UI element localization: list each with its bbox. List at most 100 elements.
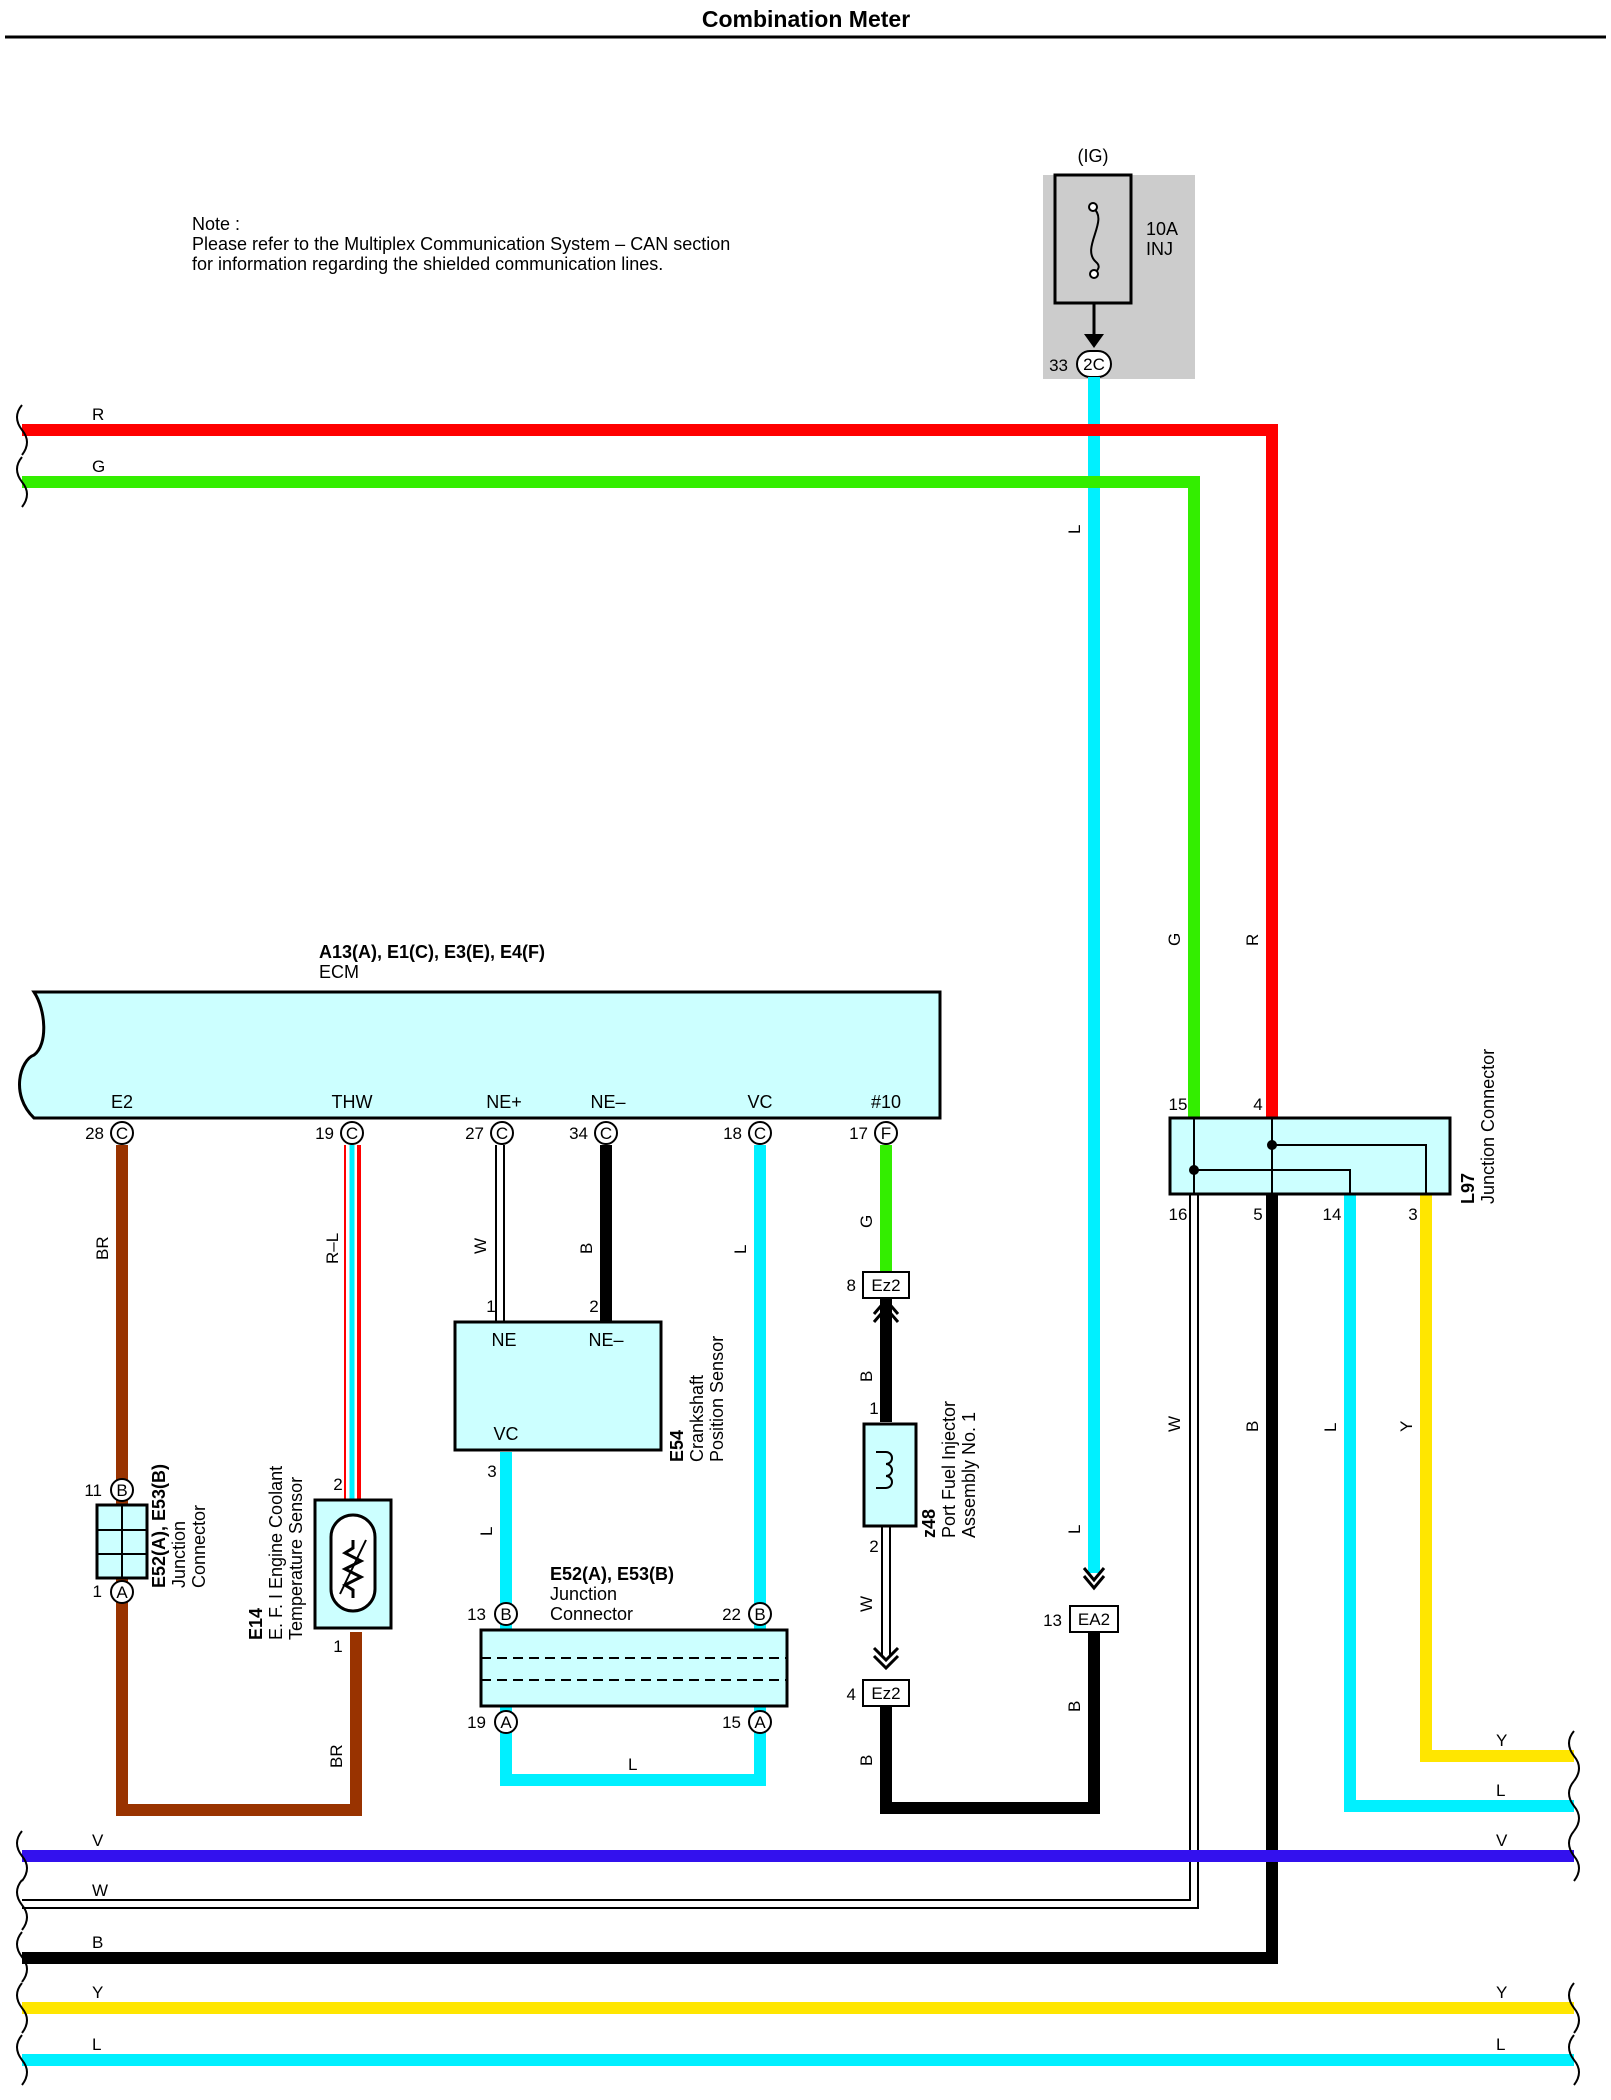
wire-label-l-vc: L <box>731 1245 750 1254</box>
break-mark-right-l1 <box>1568 1780 1580 1832</box>
wire-label-g-bus: G <box>92 457 105 476</box>
ez2-top-arrow-icon <box>872 1297 900 1315</box>
ecm-pin-17: 17 <box>849 1124 868 1143</box>
junction-connector-mid: E52(A), E53(B) Junction Connector 13 B 2… <box>467 1564 789 1734</box>
fuse-supply-label: (IG) <box>1078 146 1109 166</box>
ez2-bottom-arrow-icon <box>872 1646 900 1663</box>
ea2-badge <box>1069 1605 1119 1633</box>
ea2-arrow-icon-2 <box>1082 1575 1106 1591</box>
note: Note : Please refer to the Multiplex Com… <box>192 214 730 274</box>
wire-label-l-right-2: L <box>1496 2035 1505 2054</box>
ecm-pin-18: 18 <box>723 1124 742 1143</box>
injector-caption: z48 Port Fuel Injector Assembly No. 1 <box>919 1401 979 1538</box>
wire-label-rl: R–L <box>323 1233 342 1264</box>
injector-line1: Port Fuel Injector <box>939 1401 959 1538</box>
jm-conn-br-label: A <box>754 1713 766 1732</box>
injector-pin-top: 1 <box>869 1399 878 1418</box>
wire-label-r-vertical: R <box>1243 934 1262 946</box>
wire-label-b-injector-bottom: B <box>857 1755 876 1766</box>
injector-conn-bottom-badge <box>862 1679 910 1707</box>
wire-label-g-vertical: G <box>1165 933 1184 946</box>
note-heading: Note : <box>192 214 240 234</box>
ea2-pin: 13 <box>1043 1611 1062 1630</box>
coolant-ref: E14 <box>246 1608 266 1640</box>
l97-pin-5: 5 <box>1253 1205 1262 1224</box>
fuse-name: INJ <box>1146 239 1173 259</box>
wire-l-l97-14 <box>1344 1192 1574 1812</box>
injector-line2: Assembly No. 1 <box>959 1412 979 1538</box>
crank-pin-ne-minus: 2 <box>589 1297 598 1316</box>
injector-ref: z48 <box>919 1509 939 1538</box>
wire-label-y-right-2: Y <box>1496 1983 1507 2002</box>
wire-label-br-bottom: BR <box>327 1744 346 1768</box>
ecm-terminal-e2: E2 <box>111 1092 133 1112</box>
ecm-conn-vc <box>748 1121 772 1145</box>
wire-label-y-l97: Y <box>1397 1421 1416 1432</box>
jm-line1: Junction <box>550 1584 617 1604</box>
ecm: A13(A), E1(C), E3(E), E4(F) ECM E2 THW N… <box>18 942 942 1145</box>
ecm-conn-ne-minus <box>594 1121 618 1145</box>
wire-label-b-ea2: B <box>1065 1701 1084 1712</box>
coolant-caption: E14 E. F. I Engine Coolant Temperature S… <box>246 1466 306 1640</box>
jm-pin-tl: 13 <box>467 1605 486 1624</box>
ecm-terminal-thw: THW <box>332 1092 373 1112</box>
wire-label-r-bus: R <box>92 405 104 424</box>
junction-connector-l97: 15 4 16 5 14 3 L97 Junction Connector <box>1168 1049 1498 1224</box>
fuse-inj: (IG) 10A INJ 33 2C <box>1043 146 1195 379</box>
wire-label-w-bus: W <box>92 1881 108 1900</box>
wire-label-br-top: BR <box>93 1236 112 1260</box>
connector-ea2: 13 EA2 <box>1043 1605 1119 1633</box>
injector-conn-top-badge <box>862 1271 910 1299</box>
break-mark-right-v <box>1568 1830 1580 1882</box>
jl-caption: E52(A), E53(B) Junction Connector <box>149 1464 209 1588</box>
jl-conn-bottom-label: A <box>116 1583 128 1602</box>
break-mark-w <box>16 1879 28 1931</box>
break-mark-r <box>16 404 28 456</box>
ecm-conn-ne-plus <box>490 1121 514 1145</box>
ecm-conn-ne-minus-label: C <box>600 1124 612 1143</box>
solenoid-coil-icon <box>885 1451 893 1489</box>
ecm-pin-19: 19 <box>315 1124 334 1143</box>
l97-pin-15: 15 <box>1169 1095 1188 1114</box>
coolant-line1: E. F. I Engine Coolant <box>266 1466 286 1640</box>
break-mark-right-y2 <box>1568 1982 1580 2034</box>
break-mark-v <box>16 1830 28 1882</box>
crank-pin-vc: 3 <box>487 1462 496 1481</box>
break-mark-g <box>16 456 28 508</box>
wire-label-v-bus: V <box>92 1831 104 1850</box>
ecm-conn-thw-label: C <box>346 1124 358 1143</box>
fuse-arrow-icon <box>1084 334 1104 348</box>
ecm-conn-10-label: F <box>881 1124 891 1143</box>
wire-br-loop <box>116 1145 362 1816</box>
wire-label-w-ne: W <box>471 1238 490 1254</box>
injector-conn-bottom-label: Ez2 <box>871 1684 900 1703</box>
wire-label-b-ne: B <box>577 1243 596 1254</box>
ecm-terminal-vc: VC <box>747 1092 772 1112</box>
ez2-bottom-arrow-icon-2 <box>872 1654 900 1671</box>
jl-ref: E52(A), E53(B) <box>149 1464 169 1588</box>
ecm-terminal-10: #10 <box>871 1092 901 1112</box>
injector-conn-top-pin: 8 <box>847 1276 856 1295</box>
l97-bus-4 <box>1194 1169 1351 1194</box>
coolant-element <box>329 1513 377 1613</box>
break-mark-right-y1 <box>1568 1730 1580 1782</box>
jm-line2: Connector <box>550 1604 633 1624</box>
l97-junction-dot-2 <box>1267 1140 1277 1150</box>
break-mark-l <box>16 2034 28 2086</box>
fuse-background <box>1043 175 1195 379</box>
break-marks-left <box>16 404 28 2086</box>
crank-box <box>453 1320 663 1452</box>
note-line-2: for information regarding the shielded c… <box>192 254 663 274</box>
thermistor-icon-slash <box>339 1539 367 1595</box>
jm-pin-br: 15 <box>722 1713 741 1732</box>
ecm-pin-27: 27 <box>465 1124 484 1143</box>
ecm-conn-thw <box>340 1121 364 1145</box>
break-mark-y <box>16 1982 28 2034</box>
wire-labels: R G V W B Y L Y L V Y L L L G R BR R–L W… <box>92 405 1508 2054</box>
jm-conn-tr-label: B <box>754 1605 765 1624</box>
fuse-pin: 33 <box>1049 356 1068 375</box>
wire-label-g-injector: G <box>857 1215 876 1228</box>
l97-pin-14: 14 <box>1323 1205 1342 1224</box>
injector-conn-top-label: Ez2 <box>871 1276 900 1295</box>
